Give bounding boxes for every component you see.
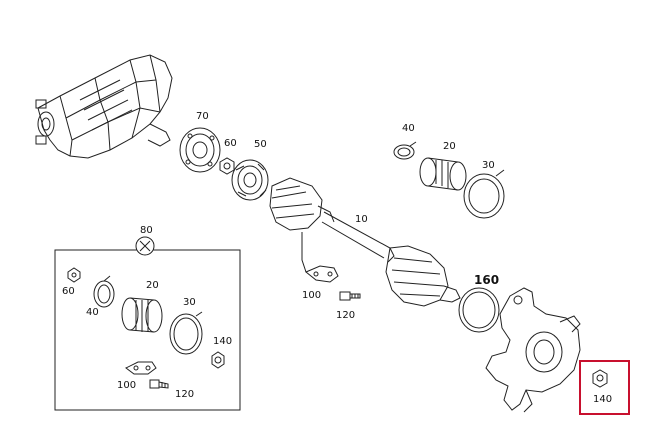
callout-60-box: 60: [62, 286, 75, 297]
part-30-clamp-box: [169, 311, 203, 355]
part-10-drive-shaft: [269, 177, 461, 307]
part-30-clamp-top: [463, 169, 505, 219]
callout-60-top: 60: [224, 138, 237, 149]
callout-140-box: 140: [213, 336, 232, 347]
part-120-bolt-mid: [339, 291, 361, 301]
part-60-nut-box: [67, 267, 81, 283]
part-80-kit-wrench-icon: [135, 236, 155, 256]
part-40-clamp-box: [93, 275, 115, 308]
callout-160: 160: [474, 273, 499, 287]
callout-140-highlight: 140: [593, 394, 612, 405]
callout-80: 80: [140, 225, 153, 236]
highlight-box: [579, 360, 630, 415]
callout-30-box: 30: [183, 297, 196, 308]
part-20-boot-box: [121, 297, 163, 333]
callout-20-top: 20: [443, 141, 456, 152]
callout-labels: 70 60 50 40 20 30 10 100 120 160 80 60 4…: [62, 111, 612, 405]
callout-120-box: 120: [175, 389, 194, 400]
part-60-nut-top: [219, 157, 235, 175]
part-100-clamp-box: [125, 361, 157, 375]
callout-10: 10: [355, 214, 368, 225]
callout-70: 70: [196, 111, 209, 122]
part-50-cv-joint: [231, 159, 269, 201]
part-120-bolt-box: [149, 379, 169, 389]
part-40-clamp-top: [393, 141, 417, 160]
wheel-hub-knuckle: [485, 287, 581, 413]
callout-30-top: 30: [482, 160, 495, 171]
callout-100-box: 100: [117, 380, 136, 391]
part-20-boot-top: [419, 157, 467, 191]
part-70-flange: [179, 127, 221, 173]
callout-120-mid: 120: [336, 310, 355, 321]
callout-20-box: 20: [146, 280, 159, 291]
part-140-nut-highlight: [592, 369, 608, 388]
callout-40-box: 40: [86, 307, 99, 318]
part-160-ring: [458, 287, 500, 333]
callout-50: 50: [254, 139, 267, 150]
part-100-clamp-mid: [301, 232, 339, 283]
callout-100-mid: 100: [302, 290, 321, 301]
transmission-housing: [35, 54, 173, 159]
part-140-nut-box: [211, 351, 225, 369]
callout-40-top: 40: [402, 123, 415, 134]
